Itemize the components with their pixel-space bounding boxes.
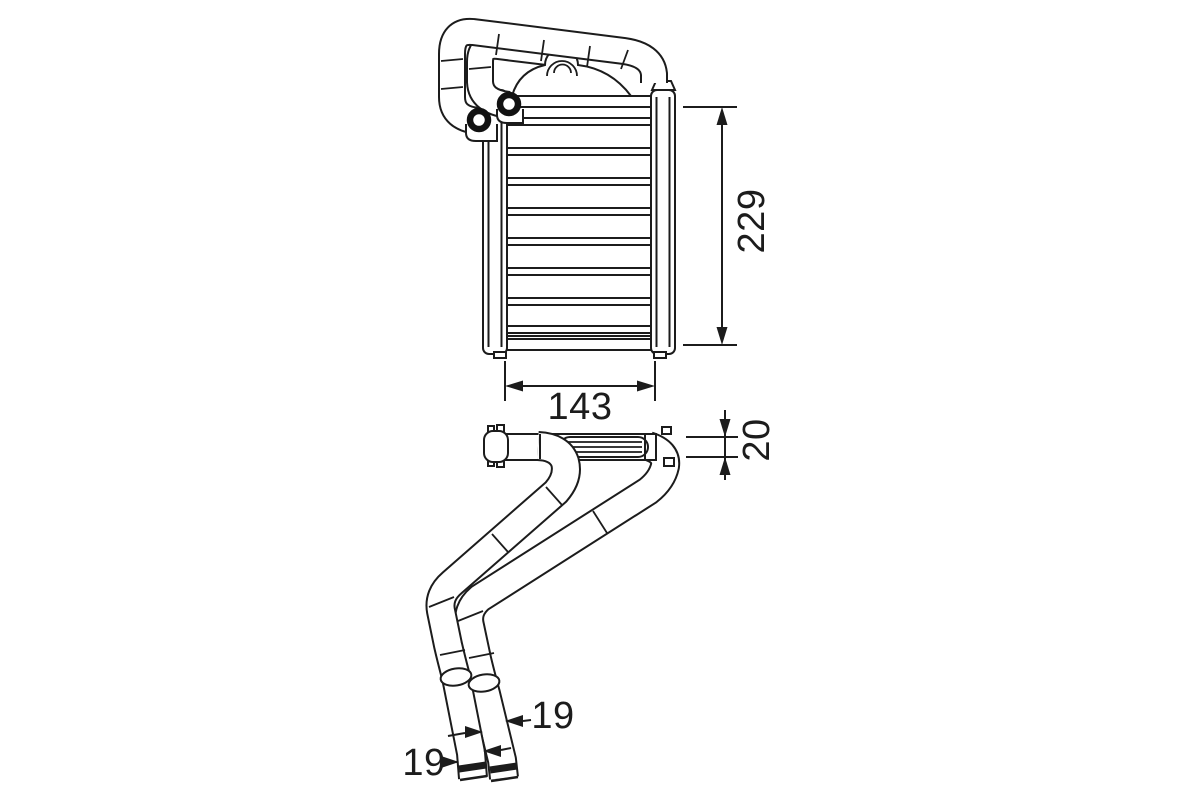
dimension-depth: 20 — [686, 410, 778, 480]
right-pipe-flare — [467, 673, 501, 693]
top-header-plate — [504, 95, 654, 108]
right-pipe-tip-band — [489, 762, 518, 774]
right-end-clip-top — [661, 426, 672, 435]
front-pipe — [440, 19, 666, 133]
right-pipe-tip-edge — [490, 775, 519, 783]
arrow-left-icon — [505, 715, 523, 727]
top-pipe-assembly — [438, 17, 668, 142]
front-view — [438, 17, 677, 359]
left-pipe-tip-edge — [459, 774, 488, 782]
side-view — [425, 424, 681, 783]
dim-width-label: 143 — [548, 386, 613, 428]
dimension-pipe-right: 19 — [447, 695, 574, 738]
arrow-up-icon — [719, 457, 731, 475]
left-pipe-tip-band — [458, 761, 487, 773]
side-pipe-segment-lines — [428, 486, 608, 659]
dimension-width: 143 — [504, 361, 656, 428]
dim-depth-label: 20 — [736, 418, 778, 461]
pipe-segment-lines — [440, 33, 629, 90]
pipe-left-leader2 — [500, 747, 512, 751]
dim-height-label: 229 — [731, 189, 773, 254]
dimension-height: 229 — [683, 106, 773, 346]
arrow-down-icon — [719, 419, 731, 437]
height-extension-lines — [683, 106, 737, 346]
pipe-right-leader — [522, 719, 532, 722]
arrow-left-icon — [483, 745, 501, 757]
right-end-clip-bottom — [663, 457, 675, 467]
arrow-left-icon — [505, 380, 523, 392]
arrow-right-icon — [465, 726, 483, 738]
bottom-plate — [504, 338, 654, 351]
pipe-socket-boss — [546, 60, 578, 77]
right-tank-cap — [650, 80, 677, 91]
left-pipe-flare — [439, 667, 473, 687]
arrow-right-icon — [441, 756, 459, 768]
core-tube-fins — [507, 117, 651, 334]
pipe-opening-ring-right — [496, 91, 522, 117]
left-foot-tab — [493, 351, 507, 359]
arrow-up-icon — [716, 107, 728, 125]
side-pipe-left — [427, 433, 579, 780]
pipe-right-leader2 — [447, 732, 466, 737]
pipe-opening-ring-left — [466, 107, 492, 133]
right-foot-tab — [653, 351, 667, 359]
right-tank — [650, 89, 676, 355]
depth-extension-lines — [686, 436, 738, 458]
fin-pack-lines — [566, 441, 642, 453]
width-extension-lines — [504, 361, 656, 401]
dimension-pipe-left: 19 — [402, 742, 512, 784]
left-end-cap — [483, 430, 509, 463]
dim-pipe-left-label: 19 — [402, 742, 445, 784]
dim-pipe-right-label: 19 — [531, 695, 574, 737]
arrow-right-icon — [637, 380, 655, 392]
arrow-down-icon — [716, 327, 728, 345]
right-tank-inner-lines — [655, 97, 671, 347]
